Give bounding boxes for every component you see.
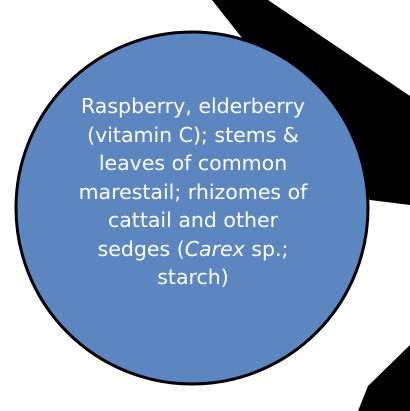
circle-text-line-1: Raspberry, elderberry: [81, 94, 305, 118]
circle-text-line-4: marestail; rhizomes of: [78, 179, 308, 204]
content-circle: [14, 30, 370, 386]
line-6-after: sp.;: [244, 236, 289, 261]
arrow-bottom-right: [358, 345, 410, 411]
circle-text-line-3: leaves of common: [98, 151, 288, 175]
circle-text: Raspberry, elderberry (vitamin C); stems…: [48, 92, 338, 292]
circle-text-line-2: (vitamin C); stems &: [87, 122, 299, 147]
line-6-before: sedges (: [97, 236, 185, 261]
circle-text-line-7: starch): [157, 265, 229, 289]
circle-text-line-6: sedges (Carex sp.;: [48, 235, 338, 264]
genus-name-carex: Carex: [184, 236, 245, 261]
circle-text-line-5: cattail and other: [107, 208, 279, 232]
